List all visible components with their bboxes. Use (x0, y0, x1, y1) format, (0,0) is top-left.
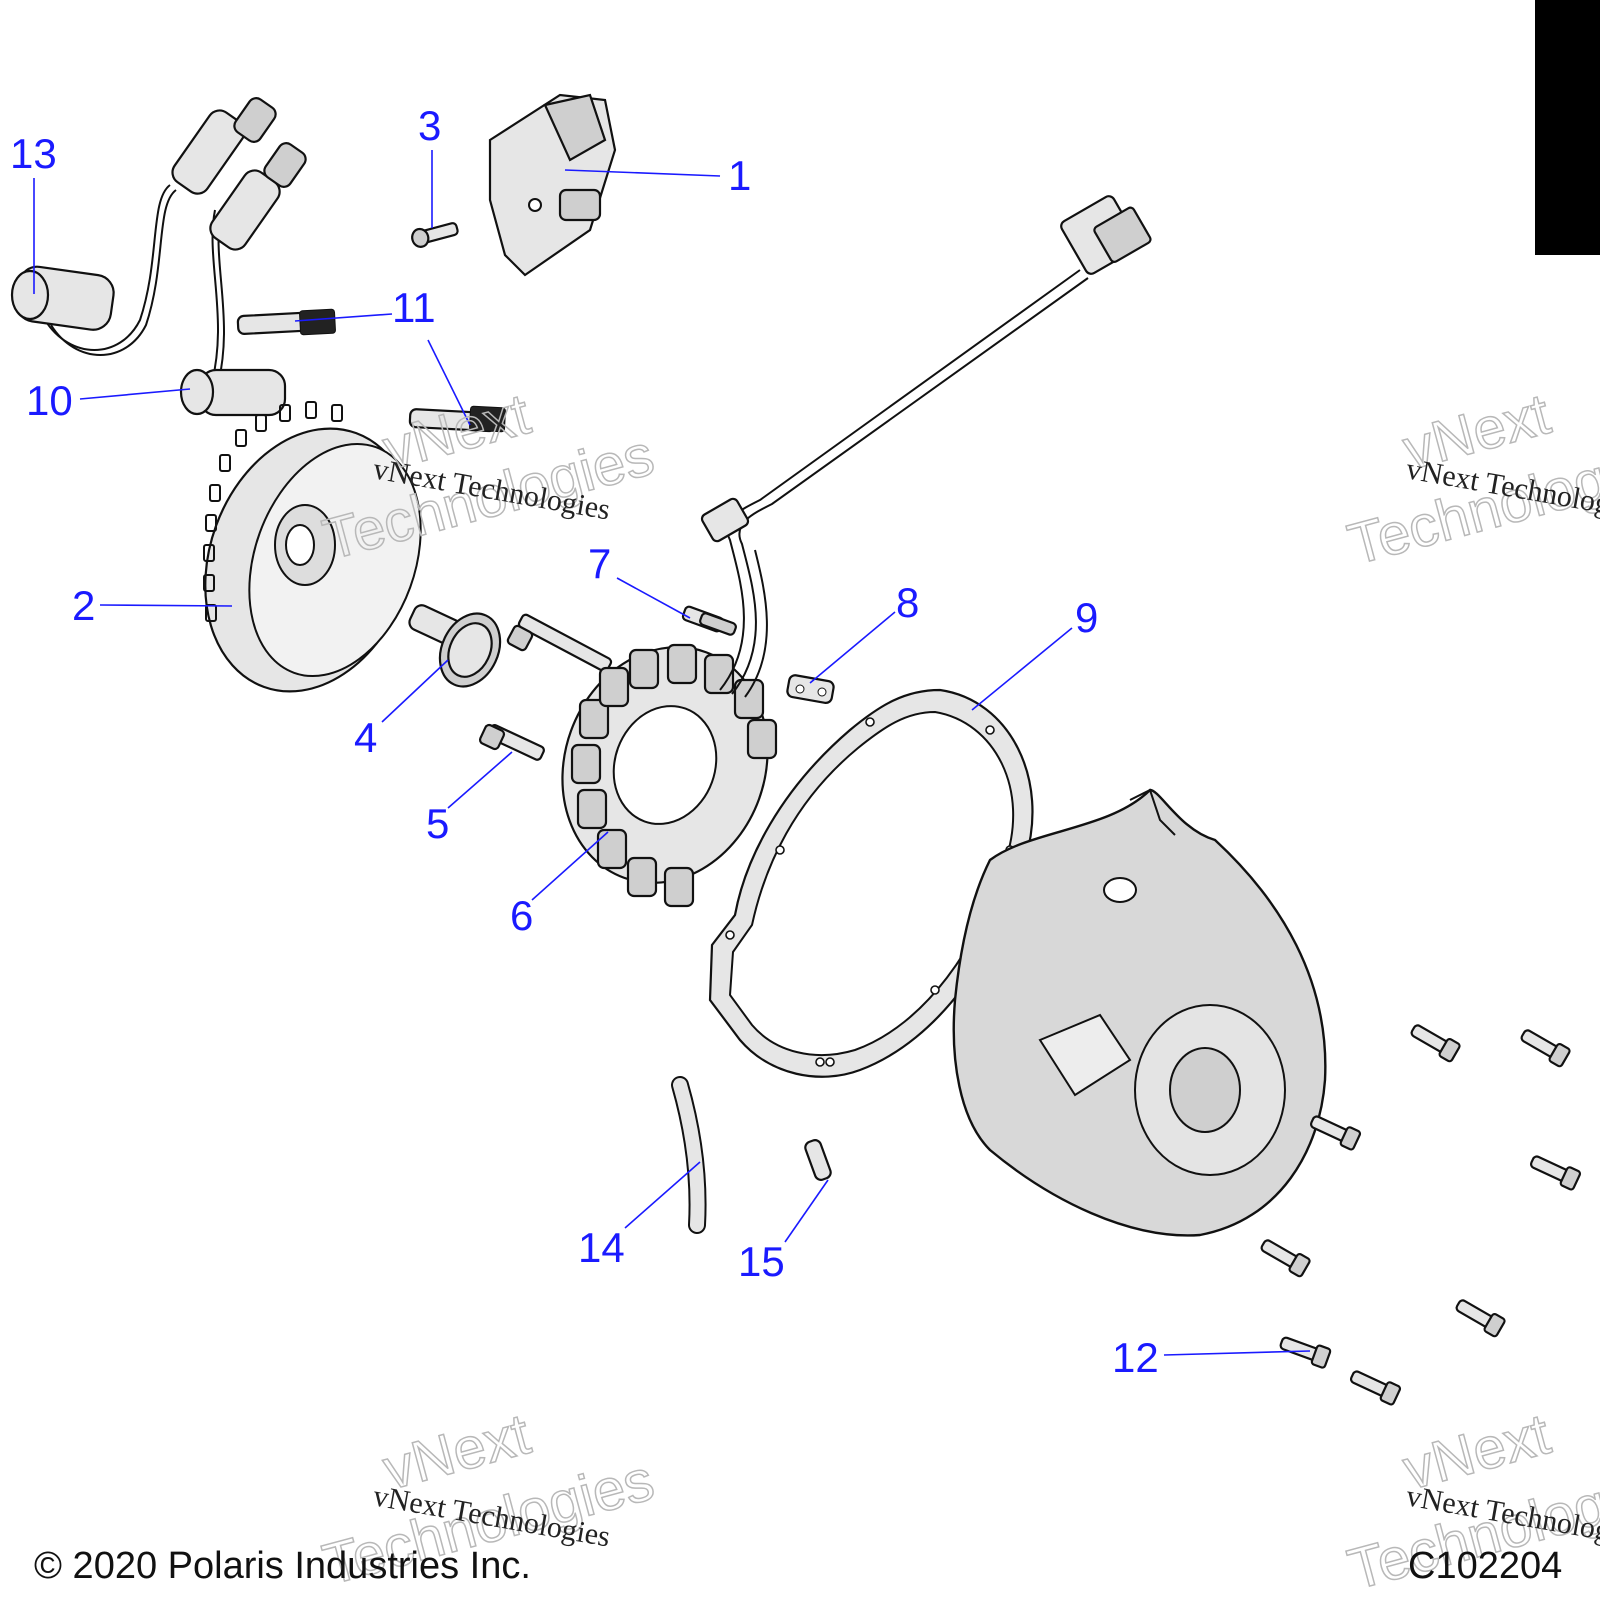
callout-8: 8 (896, 579, 919, 626)
leader-15 (784, 1179, 829, 1243)
callout-9: 9 (1075, 594, 1098, 641)
spark-plug-11-upper (236, 308, 336, 336)
leader-7 (616, 577, 691, 619)
screws-7 (681, 605, 737, 636)
leader-11b (427, 339, 471, 426)
callout-6: 6 (510, 892, 533, 939)
spark-plug-lead-10 (179, 142, 307, 417)
callout-labels: 1 2 3 4 5 6 7 8 9 10 11 12 13 14 15 (10, 102, 1159, 1381)
callout-14: 14 (578, 1224, 625, 1271)
leader-6 (531, 831, 609, 901)
leader-5 (447, 751, 513, 809)
leader-10 (79, 388, 191, 400)
diagram-code: C102204 (1408, 1545, 1562, 1587)
callout-7: 7 (588, 540, 611, 587)
leader-8 (809, 611, 896, 684)
callout-3: 3 (418, 102, 441, 149)
screw-3 (411, 222, 459, 248)
leader-lines (33, 150, 1311, 1356)
leader-2 (99, 604, 233, 607)
spark-plug-11-lower (408, 405, 506, 433)
callout-1: 1 (728, 152, 751, 199)
dowel-pin-15 (804, 1139, 832, 1181)
callout-11: 11 (392, 284, 436, 331)
leader-12 (1163, 1350, 1311, 1356)
callout-15: 15 (738, 1238, 785, 1285)
page-tab-marker (1535, 0, 1600, 255)
callout-4: 4 (354, 714, 377, 761)
ignition-module-1 (488, 93, 617, 277)
bolt-near-stator (506, 613, 613, 673)
hose-14 (671, 1076, 707, 1234)
callout-13: 13 (10, 130, 57, 177)
leader-4 (381, 659, 449, 723)
callout-2: 2 (72, 582, 95, 629)
stator-harness (700, 195, 1152, 698)
bolt-5 (478, 723, 545, 761)
stator-6 (561, 643, 778, 908)
cover-bolts-12 (1260, 1024, 1582, 1406)
spark-plug-lead-13 (10, 97, 277, 356)
callout-12: 12 (1112, 1334, 1159, 1381)
callout-10: 10 (26, 377, 73, 424)
leader-9 (971, 627, 1073, 711)
callout-5: 5 (426, 800, 449, 847)
drive-gear-4 (408, 604, 502, 688)
stator-housing-cover (952, 788, 1327, 1237)
leader-1 (564, 169, 721, 177)
leader-11a (294, 313, 393, 322)
clamp-8 (786, 674, 835, 704)
flywheel-2 (203, 401, 422, 693)
leader-14 (624, 1161, 701, 1229)
copyright-text: © 2020 Polaris Industries Inc. (34, 1545, 531, 1587)
gasket-9 (708, 688, 1034, 1078)
